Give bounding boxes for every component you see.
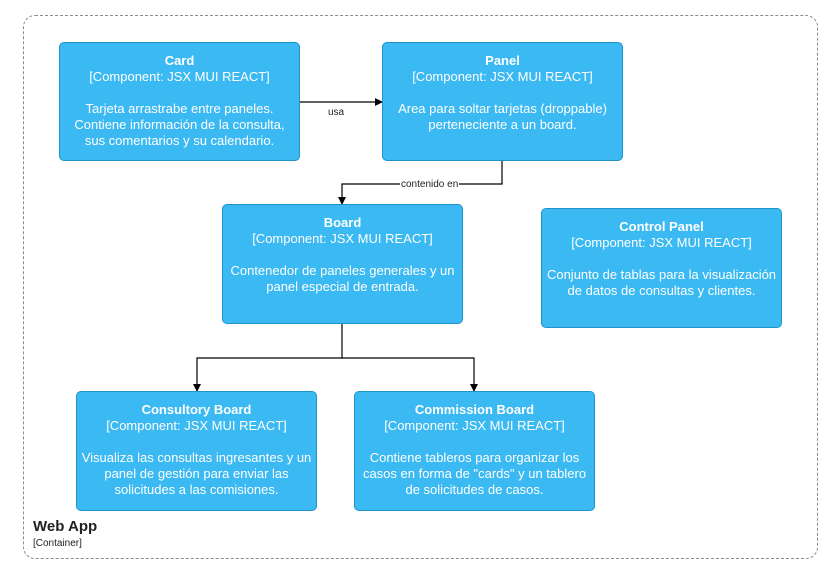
component-technology: [Component: JSX MUI REACT]: [252, 231, 433, 246]
component-name: Panel: [485, 53, 520, 68]
component-control-panel[interactable]: Control Panel [Component: JSX MUI REACT]…: [541, 208, 782, 328]
component-name: Control Panel: [619, 219, 704, 234]
component-technology: [Component: JSX MUI REACT]: [89, 69, 270, 84]
component-description: Conjunto de tablas para la visualización…: [546, 267, 777, 298]
component-technology: [Component: JSX MUI REACT]: [571, 235, 752, 250]
component-description: Contenedor de paneles generales y un pan…: [230, 263, 455, 294]
component-panel[interactable]: Panel [Component: JSX MUI REACT] Area pa…: [382, 42, 623, 161]
edge-label-usa: usa: [328, 107, 345, 118]
component-card[interactable]: Card [Component: JSX MUI REACT] Tarjeta …: [59, 42, 300, 161]
component-description: Area para soltar tarjetas (droppable) pe…: [398, 101, 607, 132]
component-description: Contiene tableros para organizar los cas…: [362, 450, 587, 497]
component-name: Board: [323, 215, 362, 230]
component-name: Commission Board: [414, 402, 535, 417]
component-technology: [Component: JSX MUI REACT]: [106, 418, 287, 433]
edge-label-contenido-en: contenido en: [400, 179, 460, 190]
web-app-container-boundary: [23, 15, 818, 559]
component-consultory-board[interactable]: Consultory Board [Component: JSX MUI REA…: [76, 391, 317, 511]
component-name: Consultory Board: [141, 402, 252, 417]
component-commission-board[interactable]: Commission Board [Component: JSX MUI REA…: [354, 391, 595, 511]
edge-board-to-consultory-board: [193, 324, 343, 392]
component-technology: [Component: JSX MUI REACT]: [384, 418, 565, 433]
edge-board-to-commission-board: [342, 357, 478, 392]
container-type-label: [Container]: [33, 538, 82, 549]
component-description: Tarjeta arrastrabe entre paneles. Contie…: [74, 101, 285, 148]
component-board[interactable]: Board [Component: JSX MUI REACT] Contene…: [222, 204, 463, 324]
component-description: Visualiza las consultas ingresantes y un…: [81, 450, 312, 497]
component-name: Card: [164, 53, 195, 68]
component-technology: [Component: JSX MUI REACT]: [412, 69, 593, 84]
container-title: Web App: [33, 518, 98, 535]
